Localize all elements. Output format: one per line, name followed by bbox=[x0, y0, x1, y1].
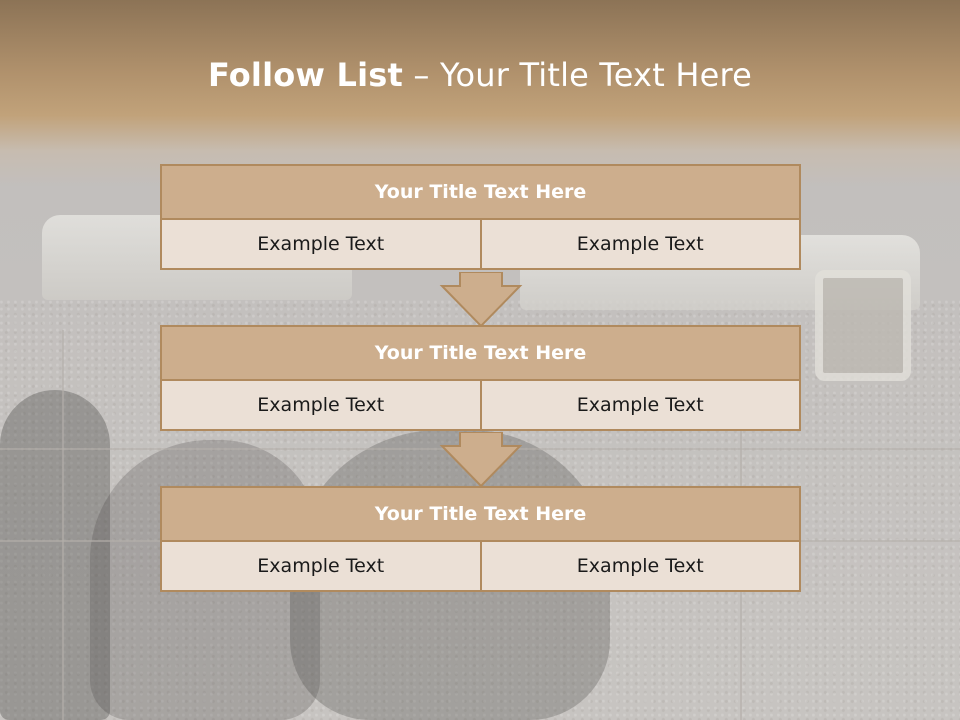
block-cell-right: Example Text bbox=[481, 381, 801, 431]
security-camera-lens-image bbox=[815, 270, 911, 381]
list-block: Your Title Text Here Example Text Exampl… bbox=[160, 325, 801, 431]
background-shadow bbox=[0, 390, 110, 720]
block-row: Example Text Example Text bbox=[160, 542, 801, 592]
block-cell-right: Example Text bbox=[481, 220, 801, 270]
block-row: Example Text Example Text bbox=[160, 381, 801, 431]
down-arrow-icon bbox=[439, 432, 523, 488]
block-cell-left: Example Text bbox=[160, 220, 482, 270]
block-cell-left: Example Text bbox=[160, 542, 482, 592]
block-title: Your Title Text Here bbox=[160, 486, 801, 542]
block-cell-right: Example Text bbox=[481, 542, 801, 592]
background-tile-line bbox=[62, 330, 64, 720]
block-title: Your Title Text Here bbox=[160, 164, 801, 220]
block-row: Example Text Example Text bbox=[160, 220, 801, 270]
block-title: Your Title Text Here bbox=[160, 325, 801, 381]
slide-title-rest: – Your Title Text Here bbox=[403, 56, 753, 94]
down-arrow-icon bbox=[439, 272, 523, 328]
list-block: Your Title Text Here Example Text Exampl… bbox=[160, 164, 801, 270]
block-cell-left: Example Text bbox=[160, 381, 482, 431]
slide-title: Follow List – Your Title Text Here bbox=[0, 56, 960, 94]
list-block: Your Title Text Here Example Text Exampl… bbox=[160, 486, 801, 592]
slide-title-bold: Follow List bbox=[207, 56, 404, 94]
